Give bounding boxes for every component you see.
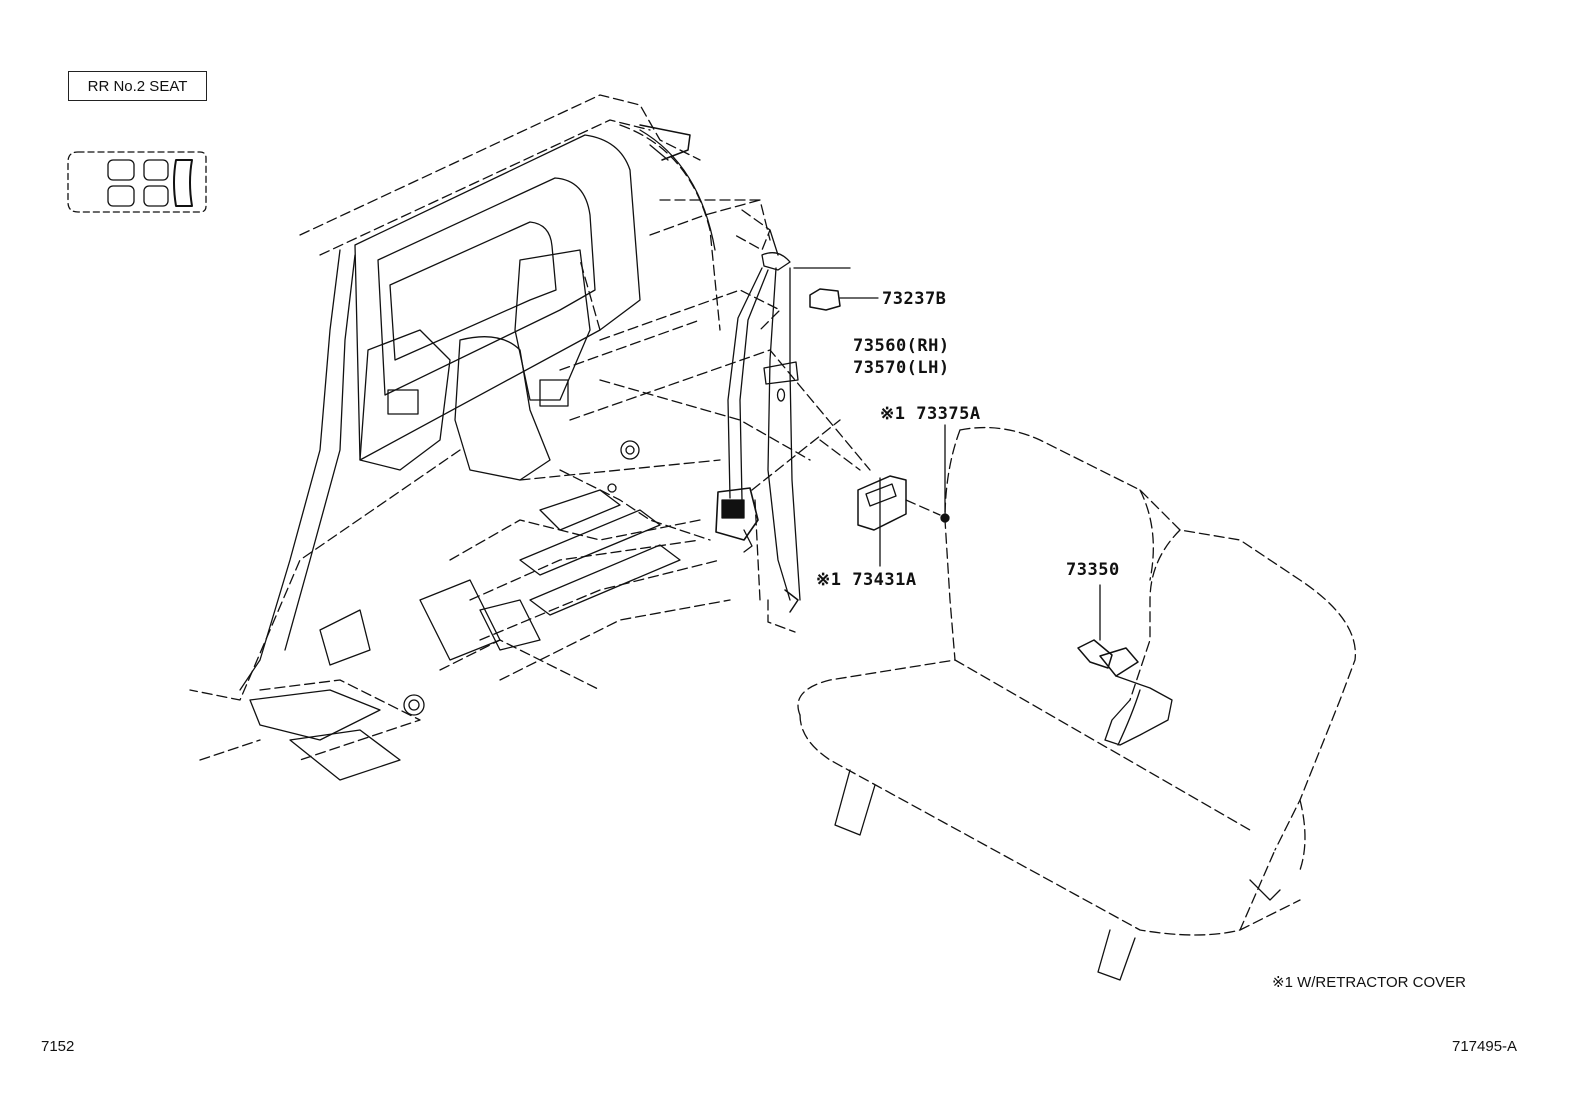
part-label-73560-rh: 73560(RH) [853, 336, 950, 356]
vehicle-body-outline [189, 94, 871, 781]
view-title: RR No.2 SEAT [87, 77, 188, 95]
seat-belt-assembly [715, 209, 841, 633]
part-label-73375a: ※1 73375A [880, 404, 981, 424]
part-label-73350: 73350 [1066, 560, 1120, 580]
part-label-73237b: 73237B [882, 289, 947, 309]
part-label-73431a: ※1 73431A [816, 570, 917, 590]
rear-seat-outline [797, 426, 1357, 936]
footer-left-code: 7152 [41, 1038, 75, 1055]
seat-legs [834, 769, 1281, 981]
footer-right-code: 717495-A [1452, 1038, 1518, 1055]
seat-layout-locator-icon [67, 151, 207, 213]
retractor-cover-73431a [819, 439, 941, 567]
part-label-73570-lh: 73570(LH) [853, 358, 950, 378]
clip-73237b [809, 288, 879, 311]
footnote: ※1 W/RETRACTOR COVER [1272, 974, 1466, 991]
view-title-box: RR No.2 SEAT [68, 71, 207, 101]
buckle-73350 [1077, 639, 1173, 746]
